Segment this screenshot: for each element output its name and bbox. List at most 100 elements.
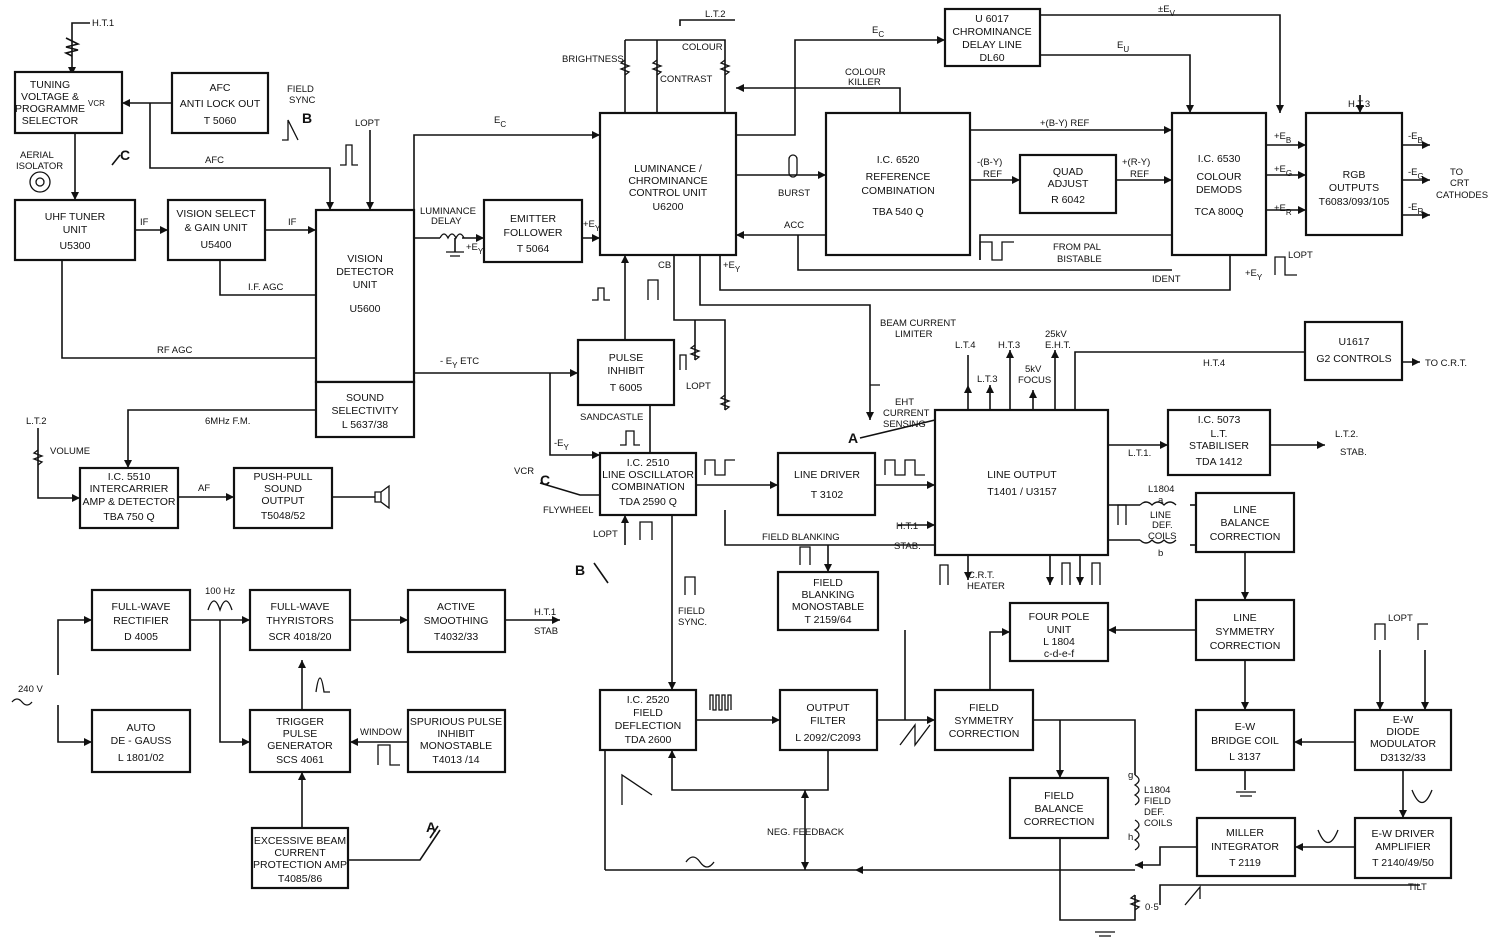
fs-l0: FIELD	[969, 702, 999, 714]
ec1-label: EC	[494, 115, 506, 129]
a-small-label: a	[1158, 495, 1164, 506]
acc-label: ACC	[784, 220, 804, 231]
ht1-stab2-label-1: STAB	[534, 626, 558, 637]
vcr-label: VCR	[88, 99, 105, 108]
ic-l2: AMP & DETECTOR	[83, 496, 176, 508]
ew-diode-block	[1353, 708, 1453, 772]
lopt3-label: LOPT	[593, 529, 618, 540]
uhf-l0: UHF TUNER	[45, 211, 106, 223]
output-filter-block	[778, 688, 879, 752]
fb-l2: MONOSTABLE	[792, 601, 864, 613]
vdet-l2: UNIT	[353, 279, 378, 291]
hz100-label: 100 Hz	[205, 586, 235, 597]
by-neg-label-0: -(B-Y)	[977, 157, 1002, 168]
tilt-label: TILT	[1408, 882, 1427, 893]
line-osc-block	[598, 451, 698, 517]
lopt-ew-label: LOPT	[1388, 613, 1413, 624]
ry-ref-label-0: +(R-Y)	[1122, 157, 1150, 168]
field-blanking-label: FIELD BLANKING	[762, 532, 840, 543]
of-l2: L 2092/C2093	[795, 732, 861, 744]
lo-l3: TDA 2590 Q	[619, 496, 677, 508]
line-symmetry-block	[1194, 598, 1296, 662]
beam-limiter-label-0: BEAM CURRENT	[880, 318, 956, 329]
ewdr-l2: T 2140/49/50	[1372, 857, 1434, 869]
fp-l1: UNIT	[1047, 624, 1072, 636]
lum-delay-label-0: LUMINANCE	[420, 206, 476, 217]
field-sync2-label-0: FIELD	[678, 606, 705, 617]
mi-l0: MILLER	[1226, 827, 1264, 839]
ls-l2: CORRECTION	[1210, 640, 1281, 652]
ec2-label: EC	[872, 25, 884, 39]
uhf-l1: UNIT	[63, 224, 88, 236]
afc-l1: ANTI LOCK OUT	[180, 98, 261, 110]
lt2-stab-label-1: STAB.	[1340, 447, 1367, 458]
pp-l1: SOUND	[264, 483, 302, 495]
lo-l1: LINE OSCILLATOR	[602, 469, 694, 481]
intercarrier-block	[78, 466, 180, 530]
cdl-l0: U 6017	[975, 13, 1009, 25]
ey-lum-label: +EY	[723, 260, 741, 274]
fbal-l2: CORRECTION	[1024, 816, 1095, 828]
lt2-vol-label: L.T.2	[26, 416, 47, 427]
field-sync-label-1: SYNC	[289, 95, 316, 106]
crt-heater-label-0: C.R.T.	[968, 570, 994, 581]
eb-in-label: +EB	[1274, 131, 1291, 145]
afc-block	[170, 71, 270, 135]
eg-out-label: -EG	[1408, 167, 1424, 181]
vdet-l3: U5600	[350, 303, 381, 315]
cd-l0: I.C. 6530	[1198, 153, 1241, 165]
pushpull-block	[232, 466, 334, 530]
fbal-l1: BALANCE	[1034, 803, 1083, 815]
ad-l1: DE - GAUSS	[111, 735, 172, 747]
ewd-l3: D3132/33	[1380, 752, 1426, 764]
fwr-l2: D 4005	[124, 631, 158, 643]
colour-label: COLOUR	[682, 42, 723, 53]
lts-l0: I.C. 5073	[1198, 414, 1241, 426]
er-in-label: +ER	[1274, 203, 1292, 217]
ey-small-label: -EY	[554, 438, 570, 452]
a1-label: A	[848, 430, 858, 446]
waveforms	[11, 59, 1433, 937]
l1804a-label: L1804	[1148, 484, 1174, 495]
blocks	[13, 7, 1453, 890]
vdet-l0: VISION	[347, 253, 383, 265]
b-small-label: b	[1158, 548, 1163, 559]
fd-l3: TDA 2600	[625, 734, 672, 746]
volume-label: VOLUME	[50, 446, 90, 457]
l1804-field-label-1: FIELD	[1144, 796, 1171, 807]
ic-l0: I.C. 5510	[108, 471, 151, 483]
sp-l0: SPURIOUS PULSE	[410, 716, 502, 728]
lt1-label: L.T.1.	[1128, 448, 1151, 459]
tp-l0: TRIGGER	[276, 716, 324, 728]
quad-l1: ADJUST	[1048, 178, 1089, 190]
b2-label: B	[575, 562, 585, 578]
sound-l0: SOUND	[346, 392, 384, 404]
fwr-l0: FULL-WAVE	[112, 601, 171, 613]
fb-l3: T 2159/64	[804, 614, 851, 626]
if1-label: IF	[140, 217, 149, 228]
ref-comb-block	[824, 111, 972, 257]
sound-l1: SELECTIVITY	[331, 405, 398, 417]
quad-l0: QUAD	[1053, 166, 1084, 178]
af-label: AF	[198, 483, 210, 494]
brightness-label: BRIGHTNESS	[562, 54, 624, 65]
colour-killer-label-1: KILLER	[848, 77, 881, 88]
emit-ey-label: +EY	[583, 219, 601, 233]
spurious-pulse-block	[406, 708, 507, 774]
as-l1: SMOOTHING	[424, 615, 489, 627]
emit-l1: FOLLOWER	[504, 227, 563, 239]
pi-l0: PULSE	[609, 352, 643, 364]
auto-degauss-block	[90, 708, 192, 774]
field-blanking-block	[776, 570, 880, 632]
tuning-l0: TUNING	[30, 79, 70, 91]
line-def-label-0: LINE	[1150, 510, 1171, 521]
fb-l1: BLANKING	[801, 589, 854, 601]
lt2-stab-label-0: L.T.2.	[1335, 429, 1358, 440]
eb-l2: PROTECTION AMP	[253, 859, 347, 871]
of-l0: OUTPUT	[806, 702, 850, 714]
colour-demods-block	[1170, 111, 1268, 257]
line-def-label-1: DEF.	[1152, 520, 1173, 531]
rgb-outputs-block	[1304, 111, 1404, 237]
emit-l2: T 5064	[517, 243, 550, 255]
